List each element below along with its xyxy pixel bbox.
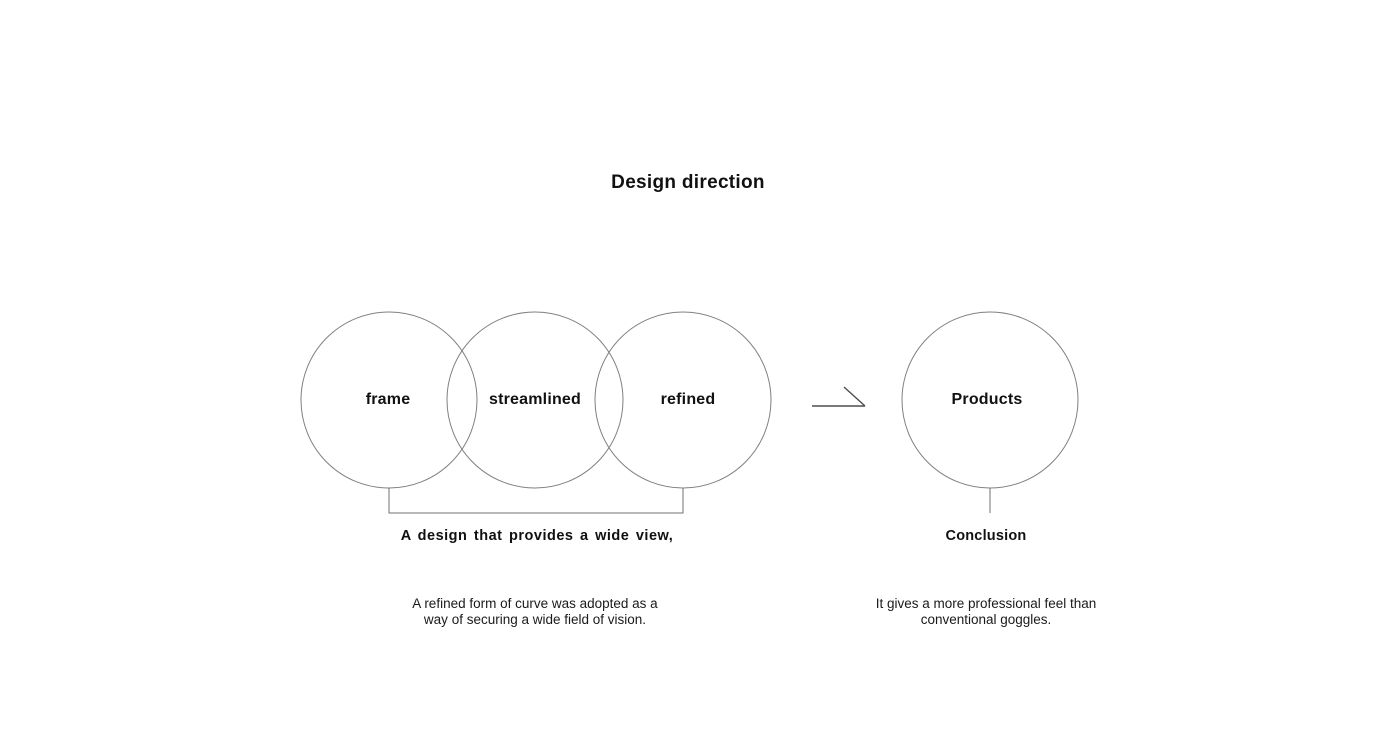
streamlined-circle [446, 311, 624, 489]
venn-caption: A design that provides a wide view, [400, 528, 674, 544]
frame-circle-label: frame [365, 391, 411, 408]
conclusion-description: It gives a more professional feel than c… [875, 596, 1097, 627]
refined-circle-label: refined [660, 391, 716, 408]
right-arrow-icon [812, 386, 866, 407]
page-title: Design direction [611, 172, 765, 193]
venn-description: A refined form of curve was adopted as a… [412, 596, 658, 627]
streamlined-circle-label: streamlined [488, 391, 582, 408]
products-circle-label: Products [951, 391, 1023, 408]
bracket-connector [388, 488, 684, 514]
conclusion-caption: Conclusion [945, 528, 1027, 544]
